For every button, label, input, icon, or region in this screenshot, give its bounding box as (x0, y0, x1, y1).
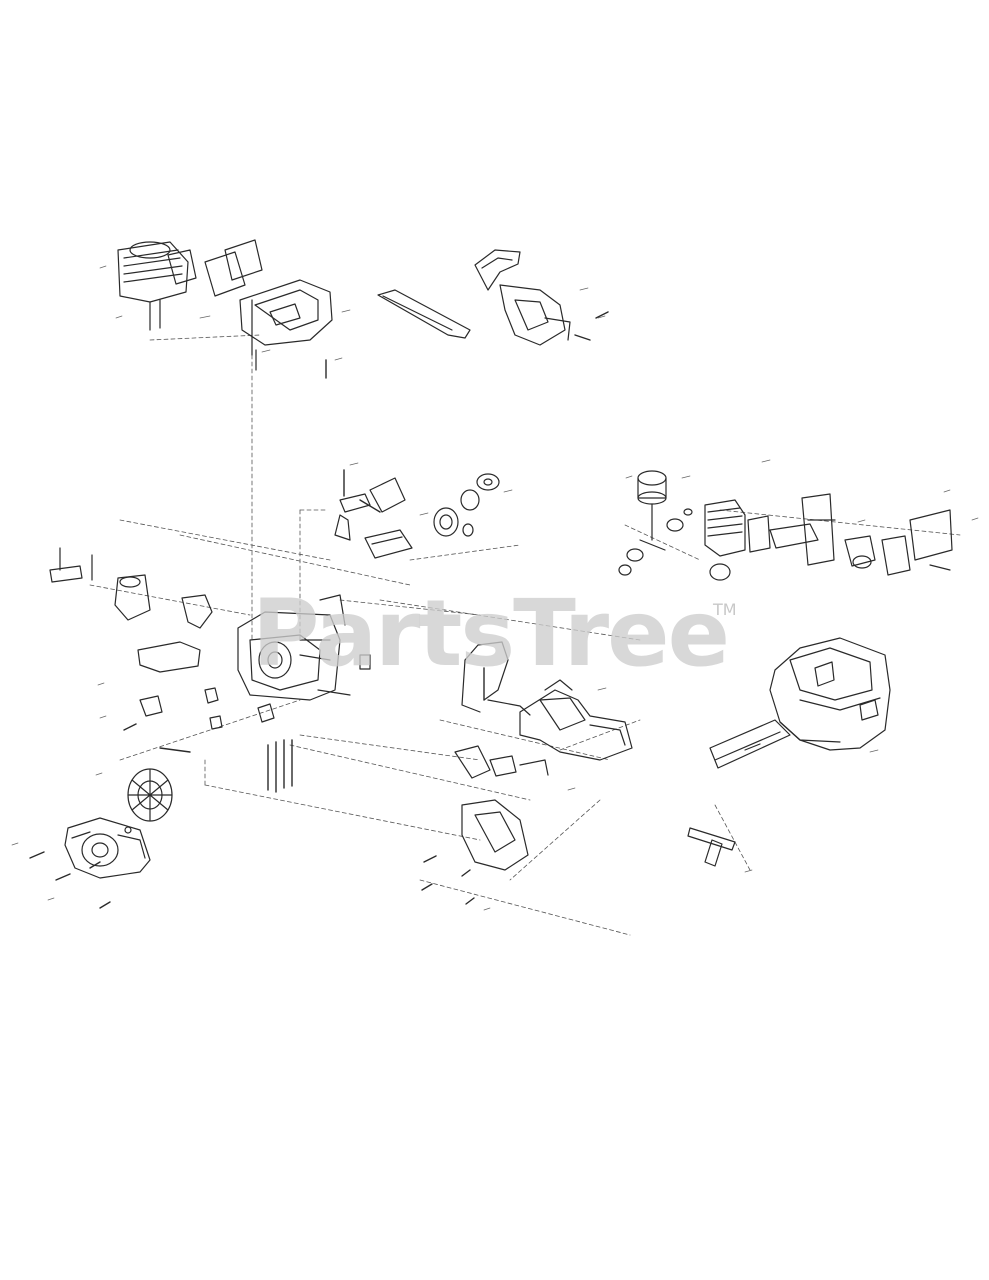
top-cover-part (239, 279, 333, 371)
cylinder-part (117, 241, 197, 331)
part-callout-marks (11, 265, 979, 911)
partstree-watermark: PartsTree (252, 580, 730, 687)
carburetor-right-part (844, 509, 953, 576)
starter-housing-part (64, 817, 151, 879)
rear-cover-part (461, 799, 529, 871)
piston-assembly-part (618, 470, 693, 576)
muffler-gasket-part (204, 239, 263, 297)
chain-cover-part (519, 679, 633, 761)
rear-handle-part (461, 641, 531, 716)
intake-manifold-part (747, 493, 836, 566)
oil-pump-part (334, 477, 413, 559)
carburetor-part (49, 547, 213, 629)
trademark-symbol: TM (713, 600, 737, 619)
crankcase-part (237, 594, 371, 701)
cylinder-right-part (704, 499, 746, 581)
guide-bar-part (377, 289, 471, 339)
trigger-part (454, 745, 549, 779)
assembled-chainsaw-part (709, 637, 891, 769)
clutch-drum-part (433, 473, 500, 537)
assembly-guide-lines (89, 334, 961, 936)
flywheel-part (124, 768, 173, 834)
throttle-linkage-part (137, 641, 275, 730)
screws-group (29, 311, 609, 909)
wrench-tool-part (687, 827, 736, 867)
chain-brake-handle-part (474, 249, 571, 346)
